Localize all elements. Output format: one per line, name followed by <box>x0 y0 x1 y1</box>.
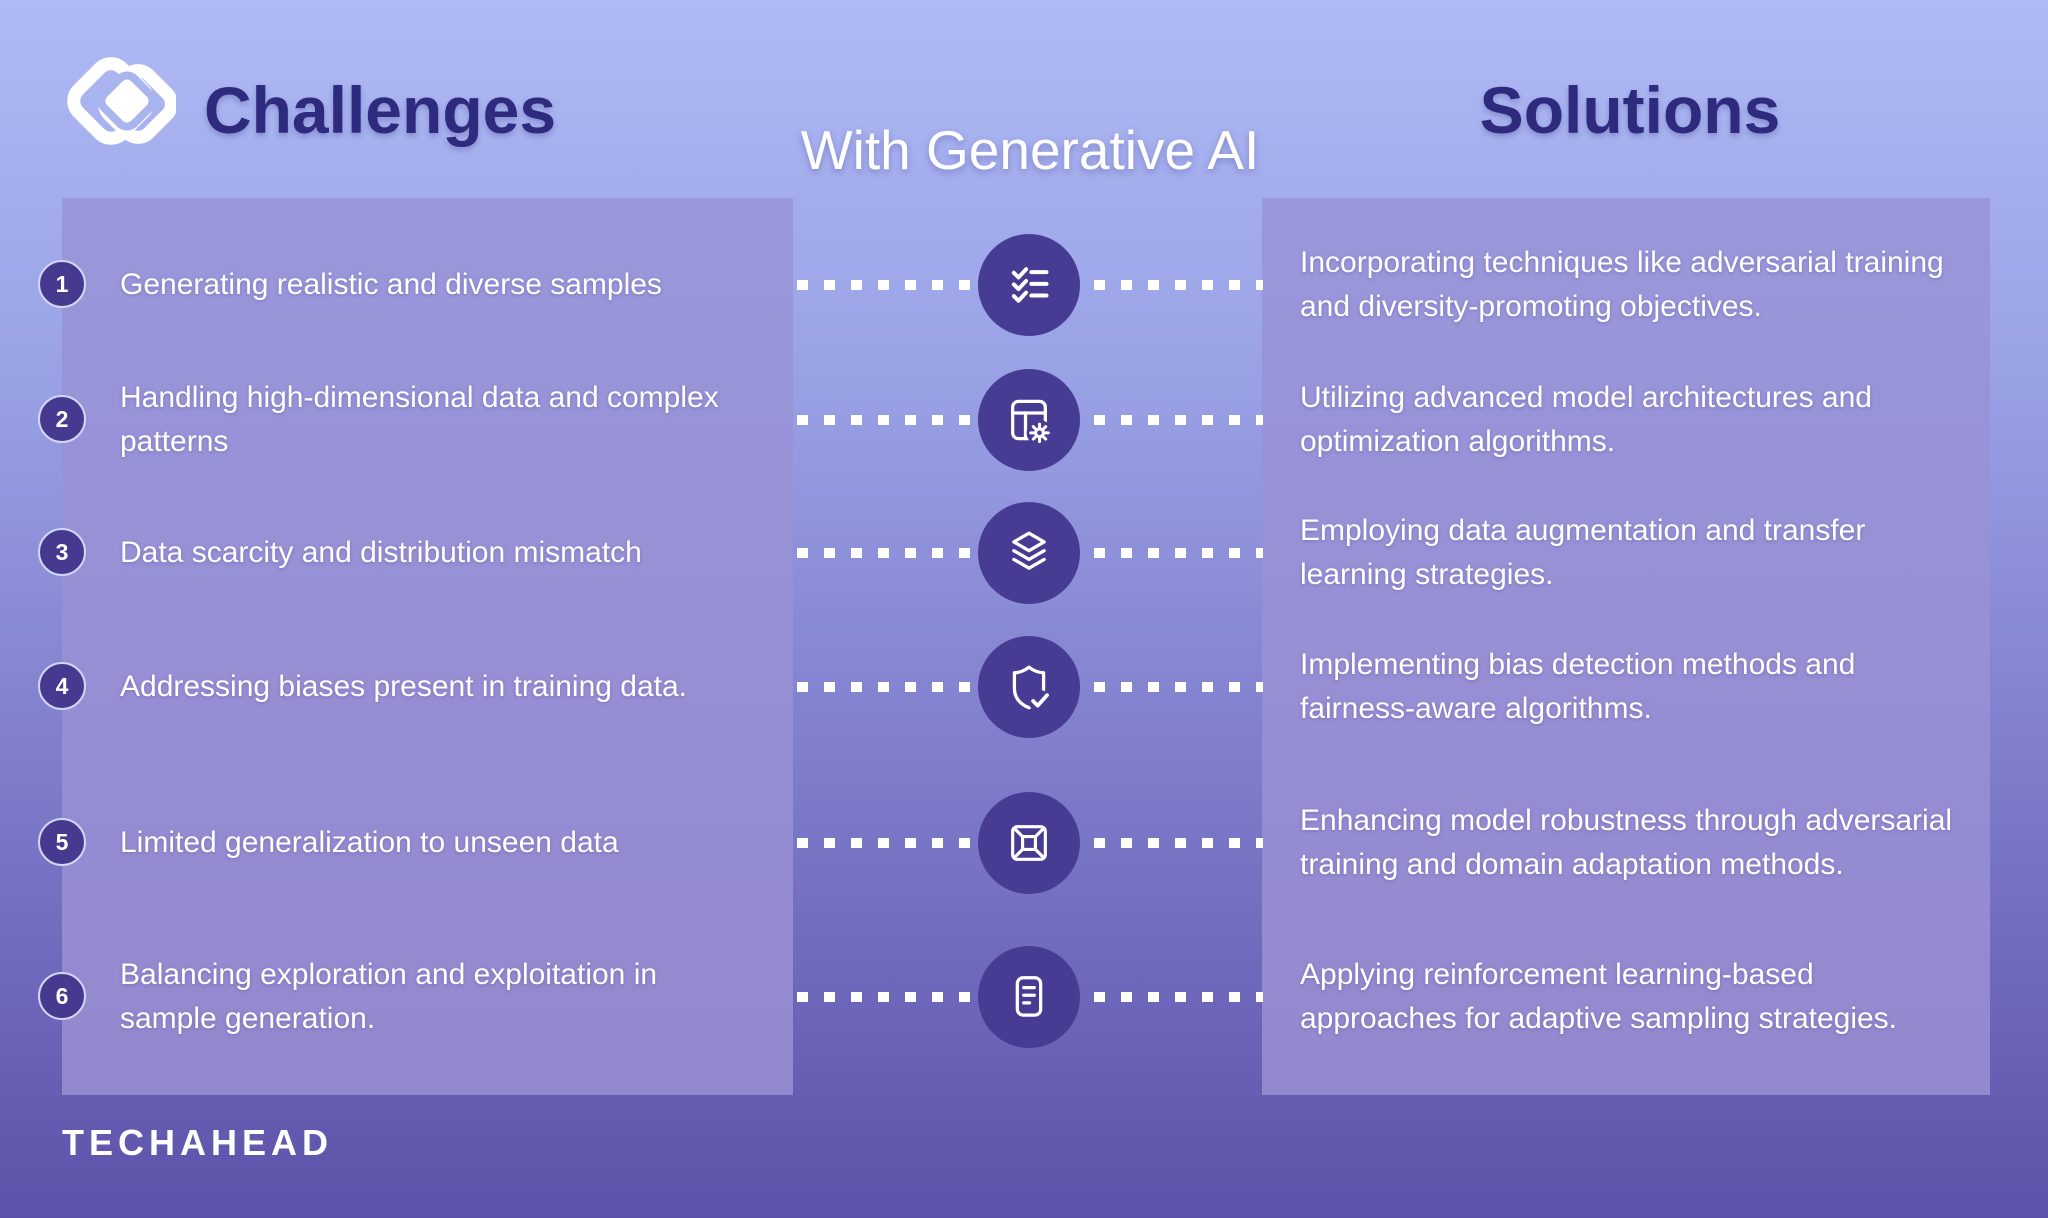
solution-text: Employing data augmentation and transfer… <box>1300 514 1866 591</box>
challenge-text: Addressing biases present in training da… <box>120 670 688 703</box>
subtitle: With Generative AI <box>800 119 1260 181</box>
solution-text: Utilizing advanced model architectures a… <box>1300 381 1872 458</box>
challenge-text: Handling high-dimensional data and compl… <box>120 381 719 458</box>
solution-text: Incorporating techniques like adversaria… <box>1300 246 1944 323</box>
number-badge: 2 <box>38 395 86 443</box>
solution-text: Implementing bias detection methods and … <box>1300 648 1856 725</box>
solutions-panel <box>1262 198 1990 1095</box>
number-badge: 5 <box>38 818 86 866</box>
challenge-text: Balancing exploration and exploitation i… <box>120 958 658 1035</box>
solutions-title: Solutions <box>1479 73 1781 147</box>
table-settings-icon <box>978 369 1080 471</box>
solution-text: Applying reinforcement learning-based ap… <box>1300 958 1898 1035</box>
document-lines-icon <box>978 946 1080 1048</box>
challenge-text: Generating realistic and diverse samples <box>120 268 662 301</box>
number-badge: 6 <box>38 972 86 1020</box>
number-badge: 3 <box>38 528 86 576</box>
challenge-text: Limited generalization to unseen data <box>120 826 619 859</box>
challenges-title: Challenges <box>203 73 557 147</box>
solution-text: Enhancing model robustness through adver… <box>1300 804 1953 881</box>
challenge-text: Data scarcity and distribution mismatch <box>120 536 642 569</box>
shield-check-icon <box>978 636 1080 738</box>
layers-stack-icon <box>978 502 1080 604</box>
cube-frame-icon <box>978 792 1080 894</box>
challenges-panel <box>62 198 793 1095</box>
checklist-icon <box>978 234 1080 336</box>
overlapping-diamonds-icon <box>67 57 176 145</box>
number-badge: 4 <box>38 662 86 710</box>
number-badge: 1 <box>38 260 86 308</box>
techahead-logo: TECHAHEAD <box>62 1122 334 1163</box>
